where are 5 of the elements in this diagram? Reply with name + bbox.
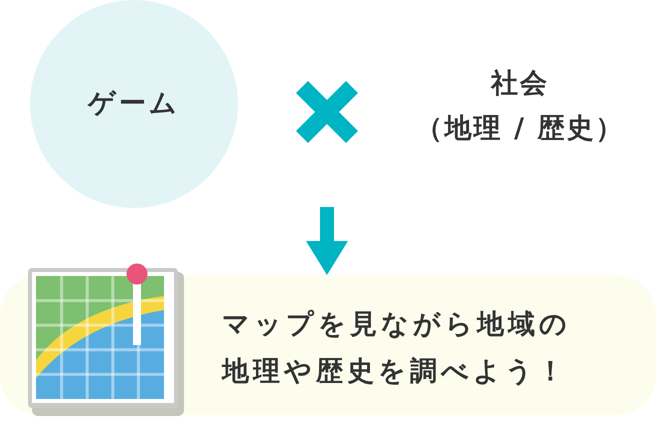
subject-heading: 社会 xyxy=(491,67,549,101)
subject-subheading: （地理 / 歴史） xyxy=(416,112,624,146)
down-arrow xyxy=(306,207,348,275)
banner-text: マップを見ながら地域の地理や歴史を調べよう！ xyxy=(222,308,572,389)
circle-label: ゲーム xyxy=(88,87,180,121)
